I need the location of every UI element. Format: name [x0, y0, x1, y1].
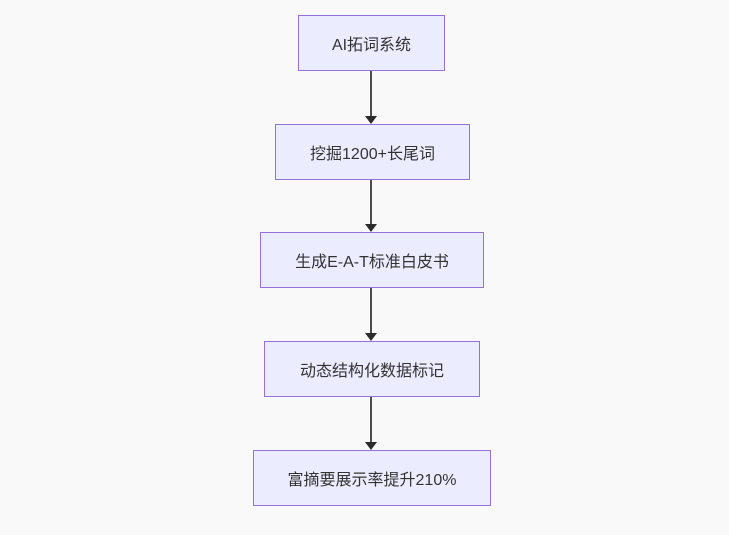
flow-node-longtail-mining: 挖掘1200+长尾词	[275, 124, 470, 180]
arrow-line	[370, 288, 372, 333]
flow-edge-4	[365, 397, 377, 450]
flow-node-label: 富摘要展示率提升210%	[287, 472, 457, 489]
arrowhead-down-icon	[365, 116, 377, 124]
arrow-line	[370, 71, 372, 116]
flow-node-label: 生成E-A-T标准白皮书	[295, 254, 449, 271]
flow-node-label: 挖掘1200+长尾词	[310, 146, 435, 163]
flow-node-rich-snippet-result: 富摘要展示率提升210%	[253, 450, 491, 506]
arrowhead-down-icon	[365, 224, 377, 232]
flow-node-eat-whitepaper: 生成E-A-T标准白皮书	[260, 232, 484, 288]
flow-node-label: 动态结构化数据标记	[299, 363, 444, 380]
flow-node-ai-word-expansion: AI拓词系统	[298, 15, 445, 71]
arrow-line	[370, 397, 372, 442]
arrow-line	[370, 180, 372, 224]
flow-edge-2	[365, 180, 377, 232]
flow-edge-3	[365, 288, 377, 341]
flow-node-structured-data: 动态结构化数据标记	[264, 341, 480, 397]
arrowhead-down-icon	[365, 442, 377, 450]
flow-edge-1	[365, 71, 377, 124]
flow-node-label: AI拓词系统	[331, 37, 412, 54]
arrowhead-down-icon	[365, 333, 377, 341]
